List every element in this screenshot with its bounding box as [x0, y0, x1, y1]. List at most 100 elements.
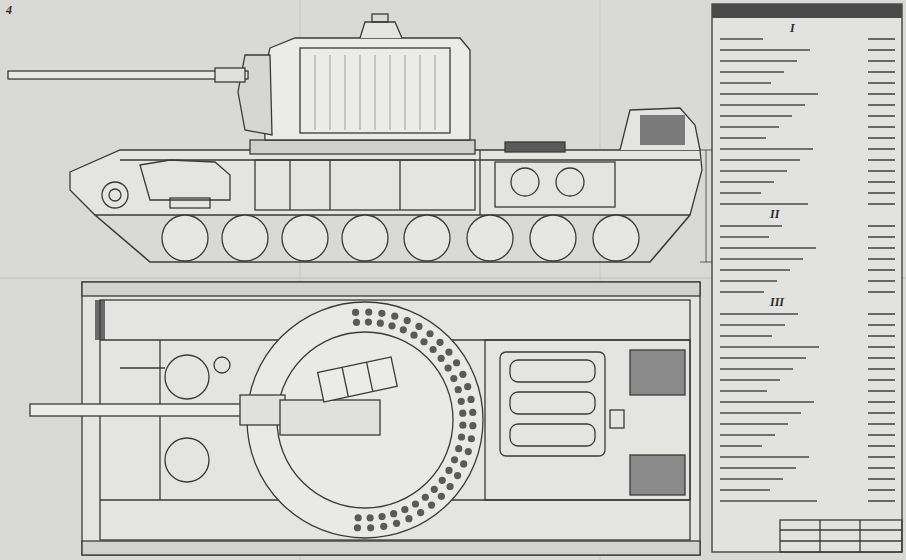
table-row: [720, 82, 895, 84]
table-row: [720, 38, 895, 40]
ammo-round: [388, 322, 395, 329]
ammo-round: [428, 502, 435, 509]
ammo-round: [447, 483, 454, 490]
ammo-round: [445, 467, 452, 474]
ammo-round: [458, 398, 465, 405]
road-wheel: [162, 215, 208, 261]
table-row: [720, 236, 895, 238]
table-row: [720, 313, 895, 315]
ammo-round: [400, 326, 407, 333]
ammo-round: [439, 477, 446, 484]
ammo-round: [404, 317, 411, 324]
ammo-round: [354, 524, 361, 531]
sheet-label: I: [790, 22, 795, 35]
road-wheel: [404, 215, 450, 261]
ammo-round: [459, 422, 466, 429]
ammo-round: [393, 520, 400, 527]
ammo-round: [390, 510, 397, 517]
ammo-round: [417, 509, 424, 516]
table-row: [720, 49, 895, 51]
table-row: [720, 159, 895, 161]
table-row: [720, 357, 895, 359]
table-row: [720, 258, 895, 260]
ammo-round: [412, 500, 419, 507]
table-row: [720, 390, 895, 392]
ammo-round: [426, 330, 433, 337]
ammo-round: [422, 494, 429, 501]
ammo-round: [445, 348, 452, 355]
table-row: [720, 60, 895, 62]
table-row: [720, 478, 895, 480]
table-row: [720, 170, 895, 172]
table-row: [720, 291, 895, 293]
table-row: [720, 379, 895, 381]
sheet-label: III: [770, 296, 784, 309]
ammo-round: [465, 448, 472, 455]
table-row: [720, 324, 895, 326]
table-row: [720, 192, 895, 194]
road-wheel: [222, 215, 268, 261]
ammo-round: [378, 513, 385, 520]
ammo-round: [353, 319, 360, 326]
road-wheel: [530, 215, 576, 261]
ammo-round: [453, 359, 460, 366]
ammo-round: [455, 386, 462, 393]
table-row: [720, 225, 895, 227]
table-row: [720, 412, 895, 414]
ammo-round: [450, 375, 457, 382]
ammo-round: [454, 472, 461, 479]
table-row: [720, 335, 895, 337]
ammo-round: [458, 433, 465, 440]
ammo-round: [436, 339, 443, 346]
sheet-label: 4: [6, 4, 12, 17]
table-row: [720, 93, 895, 95]
road-wheel: [282, 215, 328, 261]
ammo-round: [405, 515, 412, 522]
ammo-round: [391, 313, 398, 320]
ammo-round: [469, 422, 476, 429]
table-row: [720, 368, 895, 370]
table-row: [720, 126, 895, 128]
ammo-round: [410, 332, 417, 339]
ammo-round: [460, 460, 467, 467]
ammo-round: [377, 320, 384, 327]
table-row: [720, 269, 895, 271]
table-row: [720, 181, 895, 183]
table-row: [720, 71, 895, 73]
ammo-round: [467, 396, 474, 403]
ammo-round: [445, 364, 452, 371]
ammo-round: [367, 524, 374, 531]
table-row: [720, 346, 895, 348]
ammo-round: [380, 523, 387, 530]
ammo-round: [431, 486, 438, 493]
table-row: [720, 423, 895, 425]
ammo-round: [429, 346, 436, 353]
table-row: [720, 434, 895, 436]
road-wheel: [467, 215, 513, 261]
table-row: [720, 280, 895, 282]
ammo-round: [455, 445, 462, 452]
table-row: [720, 467, 895, 469]
ammo-round: [468, 435, 475, 442]
table-row: [720, 247, 895, 249]
ammo-round: [451, 456, 458, 463]
table-row: [720, 500, 895, 502]
ammo-round: [367, 514, 374, 521]
ammo-round: [365, 308, 372, 315]
ammo-round: [378, 310, 385, 317]
ammo-round: [355, 514, 362, 521]
table-row: [720, 401, 895, 403]
table-row: [720, 137, 895, 139]
table-row: [720, 148, 895, 150]
road-wheel: [342, 215, 388, 261]
ammo-round: [459, 371, 466, 378]
table-row: [720, 489, 895, 491]
road-wheel: [593, 215, 639, 261]
ammo-round: [438, 493, 445, 500]
sheet-label: II: [770, 208, 779, 221]
ammo-round: [469, 409, 476, 416]
ammo-round: [438, 355, 445, 362]
ammo-round: [464, 383, 471, 390]
table-row: [720, 104, 895, 106]
